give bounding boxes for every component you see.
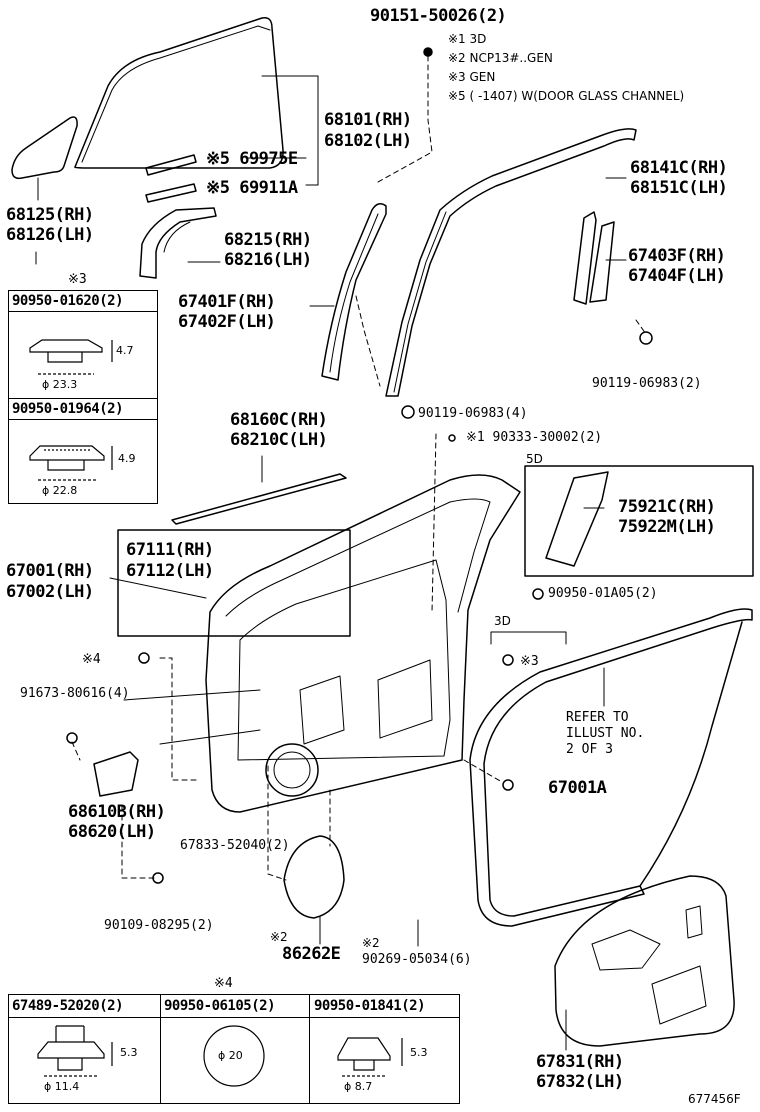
label-68610b: 68610B(RH): [68, 802, 166, 822]
door-glass-shape: [74, 16, 284, 169]
figure-id: 677456F: [688, 1092, 741, 1106]
label-75921c: 75921C(RH): [618, 497, 716, 517]
dim-d-06105: ϕ 20: [218, 1049, 243, 1062]
label-69911a: ※5 69911A: [206, 178, 298, 198]
label-68160c: 68160C(RH): [230, 410, 328, 430]
dim-h-01964: 4.9: [118, 452, 136, 465]
label-67831: 67831(RH): [536, 1052, 624, 1072]
label-90151-50026: 90151-50026(2): [370, 6, 507, 26]
detail-box-left: [8, 290, 158, 504]
detail-title-90950-01620: 90950-01620(2): [12, 293, 124, 309]
note-5: ※5 ( -1407) W(DOOR GLASS CHANNEL): [448, 89, 685, 103]
dim-d-01841: ϕ 8.7: [344, 1080, 373, 1093]
label-67111: 67111(RH): [126, 540, 214, 560]
label-69975e: ※5 69975E: [206, 149, 298, 169]
tag-3d: 3D: [494, 614, 511, 628]
screw-90151: [423, 47, 433, 57]
door-panel: [205, 474, 521, 813]
label-90109: 90109-08295(2): [104, 918, 214, 933]
label-68216: 68216(LH): [224, 250, 312, 270]
label-67403f: 67403F(RH): [628, 246, 726, 266]
tag-5d: 5D: [526, 452, 543, 466]
label-68215: 68215(RH): [224, 230, 312, 250]
label-90333: ※1 90333-30002(2): [466, 430, 603, 445]
speaker: [283, 835, 345, 919]
label-91673: 91673-80616(4): [20, 686, 130, 701]
label-90119-06983-4: 90119-06983(4): [418, 406, 528, 421]
label-68126: 68126(LH): [6, 225, 94, 245]
garnish-75921: [545, 471, 609, 567]
label-68620: 68620(LH): [68, 822, 156, 842]
label-68125: 68125(RH): [6, 205, 94, 225]
label-67833: 67833-52040(2): [180, 838, 290, 853]
detail-box-bottom: [8, 994, 460, 1104]
note-3: ※3 GEN: [448, 70, 496, 84]
detail-title-90950-06105: 90950-06105(2): [164, 998, 276, 1014]
quarter-glass: [11, 116, 78, 180]
detail-title-90950-01964: 90950-01964(2): [12, 401, 124, 417]
detail-title-67489: 67489-52020(2): [12, 998, 124, 1014]
note-1: ※1 3D: [448, 32, 487, 46]
label-90269: 90269-05034(6): [362, 952, 472, 967]
division-bar-68215: [139, 207, 217, 279]
refer-line-1: REFER TO: [566, 710, 629, 725]
channel-69975e: [145, 154, 197, 176]
label-68141c: 68141C(RH): [630, 158, 728, 178]
dim-h-01620: 4.7: [116, 344, 134, 357]
mark-4: ※4: [82, 652, 101, 667]
label-68101: 68101(RH): [324, 110, 412, 130]
frame-moulding: [385, 128, 637, 397]
label-75922m: 75922M(LH): [618, 517, 716, 537]
clip-01964-drawing: [29, 445, 113, 481]
label-68210c: 68210C(LH): [230, 430, 328, 450]
label-67404f: 67404F(LH): [628, 266, 726, 286]
label-67402f: 67402F(LH): [178, 312, 276, 332]
refer-line-3: 2 OF 3: [566, 742, 613, 757]
label-67001a: 67001A: [548, 778, 607, 798]
refer-line-2: ILLUST NO.: [566, 726, 645, 741]
label-67112: 67112(LH): [126, 561, 214, 581]
run-67401f: [321, 203, 387, 381]
mark-3-box: ※3: [68, 272, 87, 287]
dim-d-67489: ϕ 11.4: [44, 1080, 80, 1093]
note-2: ※2 NCP13#..GEN: [448, 51, 553, 65]
bottom-clips-drawing: [37, 1025, 403, 1087]
label-67002: 67002(LH): [6, 582, 94, 602]
label-86262e: 86262E: [282, 944, 341, 964]
door-trim: [554, 875, 735, 1047]
label-90950-01a05: 90950-01A05(2): [548, 586, 658, 601]
label-67401f: 67401F(RH): [178, 292, 276, 312]
dim-h-01841: 5.3: [410, 1046, 428, 1059]
detail-title-90950-01841: 90950-01841(2): [314, 998, 426, 1014]
dim-d-01964: ϕ 22.8: [42, 484, 78, 497]
belt-moulding: [171, 473, 347, 525]
channel-69911a: [145, 183, 197, 203]
label-90119-06983-2: 90119-06983(2): [592, 376, 702, 391]
hinge: [93, 751, 139, 797]
label-68151c: 68151C(LH): [630, 178, 728, 198]
mark-3: ※3: [520, 654, 539, 669]
dim-d-01620: ϕ 23.3: [42, 378, 78, 391]
dim-h-67489: 5.3: [120, 1046, 138, 1059]
mark-2a: ※2: [270, 930, 288, 944]
mark-4-box: ※4: [214, 976, 233, 991]
run-67403f: [573, 211, 597, 305]
clip-01620-drawing: [29, 339, 113, 375]
label-67001: 67001(RH): [6, 561, 94, 581]
label-68102: 68102(LH): [324, 131, 412, 151]
mark-2b: ※2: [362, 936, 380, 950]
label-67832: 67832(LH): [536, 1072, 624, 1092]
